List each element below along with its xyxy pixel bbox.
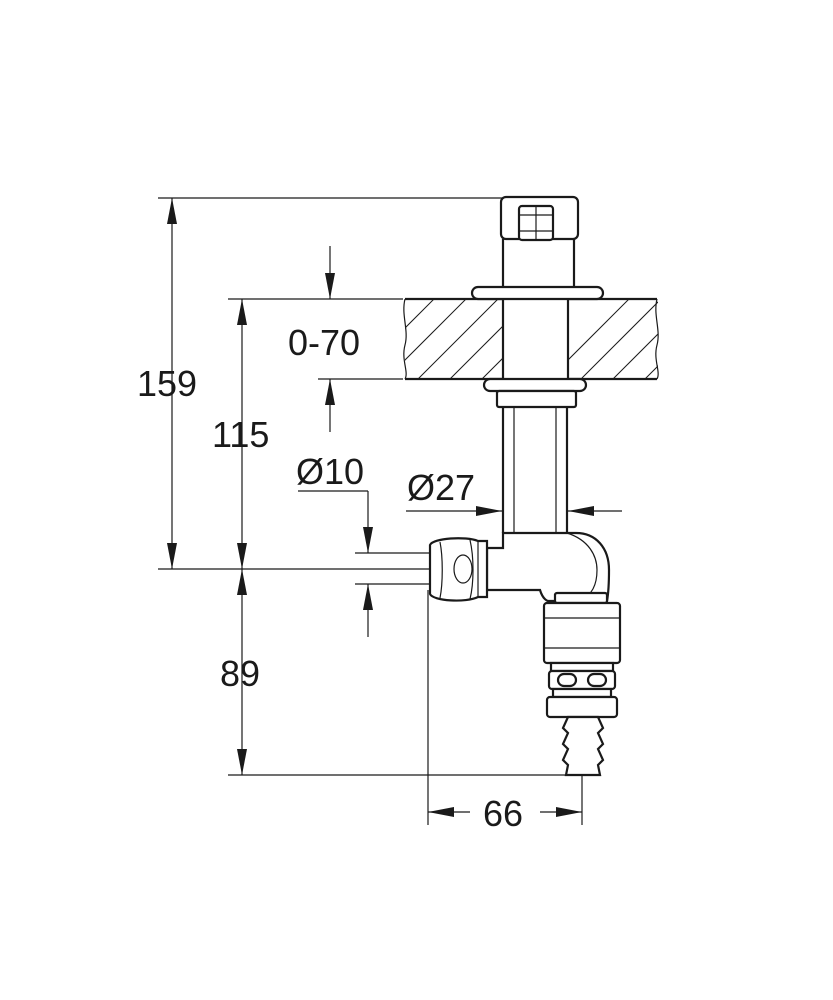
vertical-pipe: [501, 407, 569, 533]
hatch-left: [405, 298, 503, 380]
dimension-0-70: 0-70: [288, 246, 360, 432]
dimension-d10: Ø10: [296, 451, 373, 637]
dimension-115: 115: [212, 299, 269, 569]
dim-label-upper-length: 115: [212, 414, 269, 455]
hose-barb: [561, 715, 605, 777]
dimension-66: 66: [428, 793, 582, 834]
valve-body: [428, 195, 622, 777]
dimension-159: 159: [137, 198, 197, 569]
dim-label-outlet-diameter: Ø10: [296, 451, 364, 492]
fitting-ring-top: [549, 661, 615, 673]
lower-nut: [495, 389, 578, 409]
lower-washer: [482, 377, 588, 393]
dim-label-total-height: 159: [137, 363, 197, 404]
dim-label-body-diameter: Ø27: [407, 467, 475, 508]
dim-label-mounting-thickness: 0-70: [288, 322, 360, 363]
dim-label-projection: 66: [483, 793, 523, 834]
coupling-body: [542, 601, 622, 665]
elbow-body: [485, 531, 611, 603]
dimension-d27: Ø27: [406, 467, 622, 516]
fitting-base: [545, 695, 619, 719]
hatch-right: [568, 298, 658, 380]
fitting-ring-mid: [551, 687, 613, 699]
dimension-89: 89: [220, 569, 260, 775]
mounting-surface: [403, 297, 659, 381]
stem-through-surface: [501, 299, 570, 379]
upper-flange: [470, 285, 605, 301]
dim-label-lower-length: 89: [220, 653, 260, 694]
collar: [553, 591, 609, 605]
upper-stem: [501, 239, 576, 290]
